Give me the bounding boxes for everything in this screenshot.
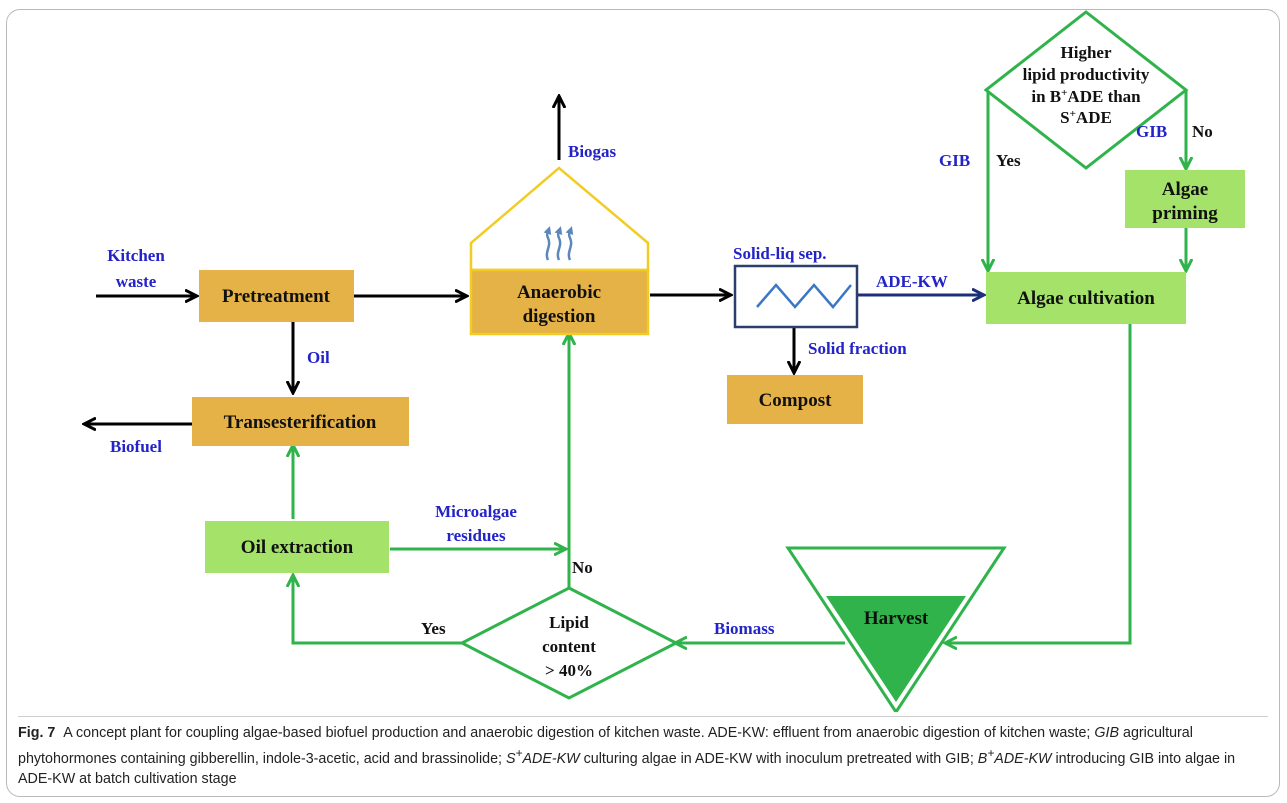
microalgae-line2: residues — [446, 526, 506, 545]
harvest-funnel-fill — [826, 596, 966, 702]
anaerobic-label-line2: digestion — [523, 306, 596, 327]
oil-extraction-label: Oil extraction — [241, 537, 354, 558]
kitchen-waste-line1: Kitchen — [107, 246, 165, 265]
separator-box — [733, 264, 859, 329]
anaerobic-label-line1: Anaerobic — [517, 282, 601, 303]
harvest-label: Harvest — [864, 608, 929, 629]
microalgae-line1: Microalgae — [435, 502, 517, 521]
no-lipid-label: No — [572, 558, 593, 577]
algae-priming-box — [1125, 170, 1245, 228]
caption-text-2: agricultural phytohormones containing gi… — [18, 725, 1193, 767]
algae-cultivation-label: Algae cultivation — [1017, 288, 1155, 309]
ade-kw-label: ADE-KW — [876, 272, 948, 291]
decision-line2: lipid productivity — [1023, 65, 1150, 84]
caption-fig-label: Fig. 7 — [18, 725, 56, 741]
caption-text-4: introducing GIB into algae in ADE-KW at … — [18, 750, 1236, 787]
decision-lipid-content — [458, 586, 680, 700]
arrow-lipid-yes-to-oil — [293, 576, 462, 645]
arrow-cultivation-to-harvest — [946, 324, 1132, 643]
digester-roof — [469, 166, 650, 272]
lipid-content-line3: > 40% — [545, 661, 593, 680]
caption-b-plus: B+ADE-KW — [977, 746, 1052, 767]
yes-lipid-label: Yes — [421, 619, 446, 638]
anaerobic-digestion-box — [469, 268, 650, 336]
decision-line4: S+ADE — [1060, 108, 1112, 127]
gib-left-label: GIB — [939, 151, 970, 170]
compost-box — [727, 375, 863, 424]
oil-extraction-box — [205, 521, 389, 573]
process-diagram: Pretreatment Anaerobic digestion Transes… — [0, 10, 1245, 712]
algae-cultivation-box — [986, 272, 1186, 324]
decision-line3: in B+ADE than — [1031, 87, 1141, 106]
caption-text-1: A concept plant for coupling algae-based… — [63, 725, 1095, 741]
decision-lipid-productivity — [983, 10, 1189, 170]
compost-label: Compost — [759, 390, 833, 411]
lipid-content-line1: Lipid — [549, 613, 589, 632]
figure-caption: Fig. 7 A concept plant for coupling alga… — [18, 716, 1268, 789]
biomass-label: Biomass — [714, 619, 775, 638]
pretreatment-label: Pretreatment — [222, 286, 331, 307]
oil-label: Oil — [307, 348, 330, 367]
transesterification-box — [192, 397, 409, 446]
algae-priming-line1: Algae — [1162, 179, 1208, 200]
caption-text-3: culturing algae in ADE-KW with inoculum … — [579, 750, 978, 767]
kitchen-waste-line2: waste — [116, 272, 157, 291]
pretreatment-box — [199, 270, 354, 322]
solid-liq-sep-label: Solid-liq sep. — [733, 244, 827, 263]
caption-s-plus: S+ADE-KW — [505, 746, 580, 767]
caption-gib: GIB — [1094, 725, 1120, 741]
gib-right-label: GIB — [1136, 122, 1167, 141]
solid-fraction-label: Solid fraction — [808, 339, 907, 358]
biofuel-label: Biofuel — [110, 437, 162, 456]
zigzag-separator-icon — [756, 283, 852, 309]
transesterification-label: Transesterification — [224, 412, 377, 433]
decision-line1: Higher — [1061, 43, 1112, 62]
biogas-label: Biogas — [568, 142, 617, 161]
no-top-label: No — [1192, 122, 1213, 141]
lipid-content-line2: content — [542, 637, 596, 656]
yes-top-label: Yes — [996, 151, 1021, 170]
algae-priming-line2: priming — [1152, 203, 1218, 224]
biogas-rising-icon — [543, 226, 574, 261]
